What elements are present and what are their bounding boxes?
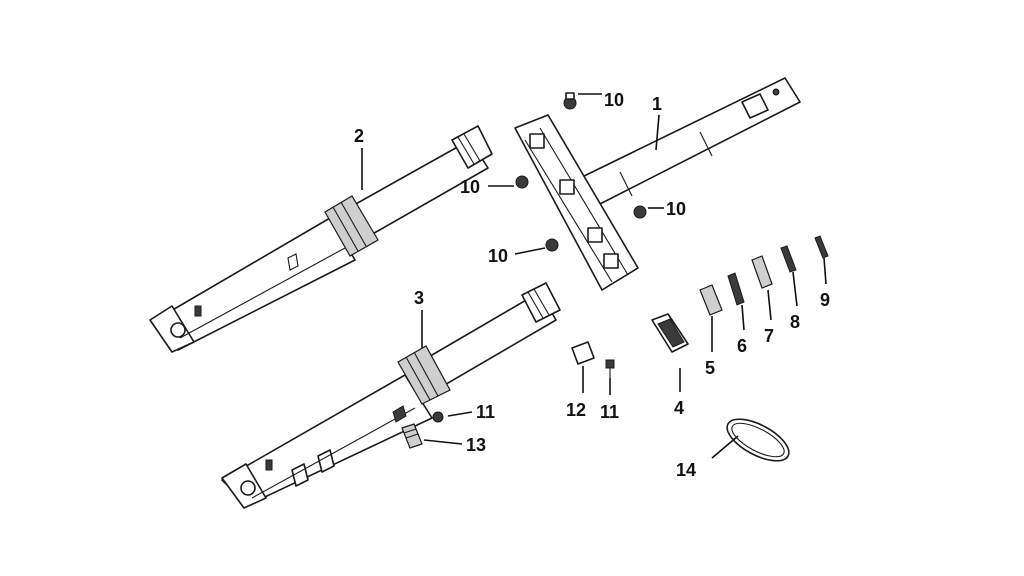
callout-7: 7 bbox=[764, 326, 774, 346]
callout-13: 13 bbox=[466, 435, 486, 455]
callout-10-right: 10 bbox=[666, 199, 686, 219]
bearing-race-5 bbox=[699, 284, 723, 316]
clip-12 bbox=[571, 341, 595, 365]
bolt-10-right bbox=[633, 205, 647, 219]
callout-3: 3 bbox=[414, 288, 424, 308]
callout-12: 12 bbox=[566, 400, 586, 420]
callout-6: 6 bbox=[737, 336, 747, 356]
callout-11-left: 11 bbox=[476, 402, 495, 422]
callout-10-upper-left: 10 bbox=[460, 177, 480, 197]
callout-5: 5 bbox=[705, 358, 715, 378]
callout-8: 8 bbox=[790, 312, 800, 332]
callout-labels: 1 2 3 4 5 6 7 8 9 10 10 10 10 12 11 11 1… bbox=[354, 90, 830, 480]
callout-14: 14 bbox=[676, 460, 696, 480]
steering-stem-1 bbox=[514, 77, 801, 291]
washer-8 bbox=[780, 245, 797, 273]
screw-11-left bbox=[432, 411, 444, 423]
leader-lines bbox=[361, 93, 827, 459]
fork-leg-right-3 bbox=[221, 282, 561, 509]
callout-11-right: 11 bbox=[600, 402, 619, 422]
callout-1: 1 bbox=[652, 94, 662, 114]
bearing-6 bbox=[727, 272, 745, 306]
bearing-cup-4 bbox=[651, 313, 689, 353]
bearing-cone-7 bbox=[751, 255, 773, 289]
callout-10-top: 10 bbox=[604, 90, 624, 110]
screw-11-right bbox=[605, 359, 615, 378]
ring-14 bbox=[726, 418, 790, 462]
bolt-10-upper-left bbox=[515, 175, 529, 189]
bolt-10-lower-left bbox=[545, 238, 559, 252]
drain-bolt-13 bbox=[401, 423, 423, 449]
callout-4: 4 bbox=[674, 398, 684, 418]
callout-2: 2 bbox=[354, 126, 364, 146]
bolt-10-top bbox=[563, 92, 577, 110]
callout-9: 9 bbox=[820, 290, 830, 310]
nut-9 bbox=[814, 235, 829, 259]
callout-10-lower-left: 10 bbox=[488, 246, 508, 266]
fork-leg-left-2 bbox=[149, 125, 493, 353]
